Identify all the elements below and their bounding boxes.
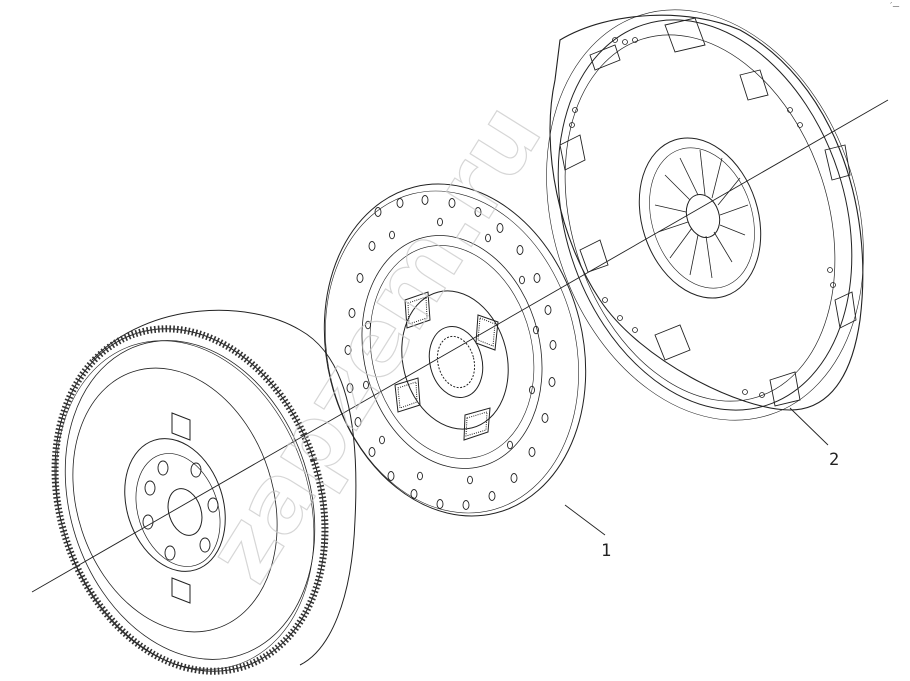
leader-line-1 — [564, 504, 606, 536]
assembly-axis-line — [31, 99, 889, 593]
friction-rivet-holes — [344, 195, 557, 510]
damper-springs — [394, 291, 499, 441]
callout-2-label: 2 — [829, 450, 839, 470]
corner-mark: ´— — [889, 2, 900, 10]
clutch-disc — [323, 183, 606, 536]
disc-spline-bore — [436, 335, 476, 389]
disc-hub — [401, 290, 509, 430]
ring-gear-teeth — [51, 325, 329, 675]
flywheel-bolt-holes — [142, 460, 219, 561]
cover-straps — [559, 17, 857, 407]
flywheel-cutout-bottom — [171, 577, 191, 604]
leader-line-2 — [789, 407, 829, 446]
flywheel — [51, 309, 357, 675]
diaphragm-spring — [638, 137, 762, 299]
flywheel-cutout-top — [171, 412, 191, 441]
diaphragm-fingers — [654, 149, 749, 279]
watermark: zapzem.ru — [186, 86, 562, 600]
pressure-plate — [546, 9, 864, 446]
flywheel-hub — [124, 438, 226, 572]
cover-mounting-holes — [569, 37, 836, 398]
callout-1-label: 1 — [601, 541, 611, 561]
